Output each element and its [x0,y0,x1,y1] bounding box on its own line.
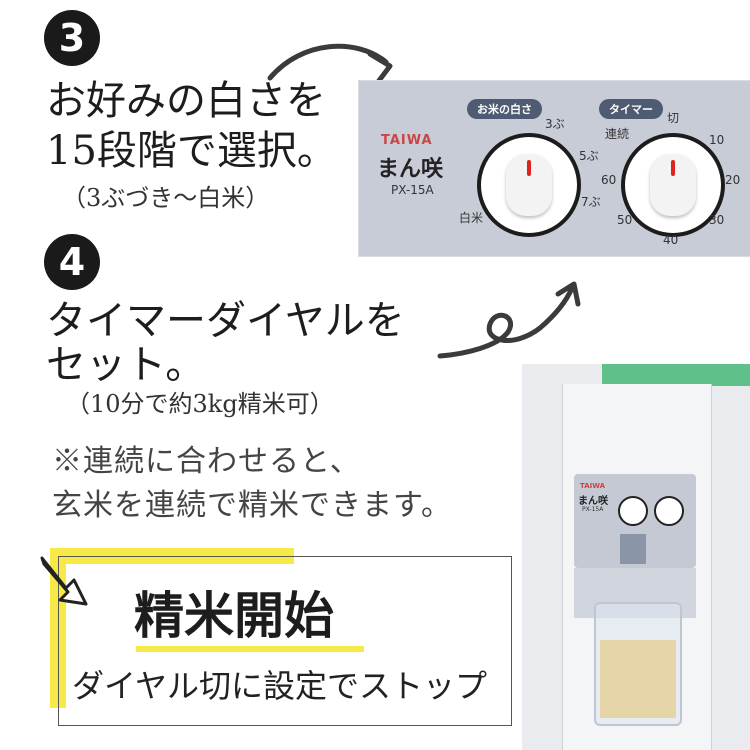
timer-mark-50: 50 [617,213,633,227]
step-3-heading-line1: お好みの白さを [46,78,326,124]
whiteness-mark-3bu: 3ぶ [545,117,565,131]
step-4-subtext: （10分で約3kg精米可） [66,390,334,418]
timer-mark-continuous: 連続 [605,127,630,141]
timer-mark-20: 20 [725,173,741,187]
timer-mark-40: 40 [663,233,679,247]
whiteness-knob [506,154,552,216]
machine-control-panel: TAIWA まん咲 PX-15A [574,474,696,568]
curved-arrow-icon [267,43,393,85]
model-name: まん咲 [377,157,444,182]
rice-container [594,602,682,726]
whiteness-label: お米の白さ [467,99,542,119]
machine-model-name: まん咲 [578,496,608,507]
note-line2: 玄米を連続で精米できます。 [52,488,452,523]
step-3-heading-line2: 15段階で選択。 [46,128,337,174]
brand-logo: TAIWA [381,133,433,148]
timer-knob [650,154,696,216]
polished-rice [600,640,676,718]
step-4-number: 4 [44,234,100,290]
timer-mark-off: 切 [667,111,680,125]
control-panel-photo: お米の白さ タイマー TAIWA まん咲 PX-15A 3ぶ 5ぶ 7ぶ 白米 … [358,80,750,257]
pointer-mark [671,160,675,176]
rice-outlet [620,534,646,564]
step-3-number: 3 [44,10,100,66]
machine-brand-logo: TAIWA [580,482,606,490]
whiteness-mark-hakumai: 白米 [459,211,484,225]
title-underline [136,646,364,652]
note-line1: ※連続に合わせると、 [52,444,361,479]
timer-dial[interactable] [621,133,725,237]
timer-label: タイマー [599,99,663,119]
step-4-heading-line2: セット。 [46,342,206,388]
pointer-mark [527,160,531,176]
machine-whiteness-dial [618,496,648,526]
step-3-subtext: （3ぶづき～白米） [62,184,270,212]
start-subtitle: ダイヤル切に設定でストップ [72,667,488,705]
start-box [58,556,512,726]
loop-arrow-icon [437,281,581,359]
step-4-heading-line1: タイマーダイヤルを [46,298,405,344]
timer-mark-30: 30 [709,213,725,227]
down-arrow-icon [40,556,88,606]
background-sign [602,364,750,386]
machine-model-number: PX-15A [582,506,604,513]
timer-mark-60: 60 [601,173,617,187]
start-title: 精米開始 [134,586,334,645]
model-number: PX-15A [391,183,434,197]
timer-mark-10: 10 [709,133,725,147]
whiteness-mark-5bu: 5ぶ [579,149,599,163]
whiteness-dial[interactable] [477,133,581,237]
machine-photo: TAIWA まん咲 PX-15A [522,364,750,750]
machine-timer-dial [654,496,684,526]
whiteness-mark-7bu: 7ぶ [581,195,601,209]
